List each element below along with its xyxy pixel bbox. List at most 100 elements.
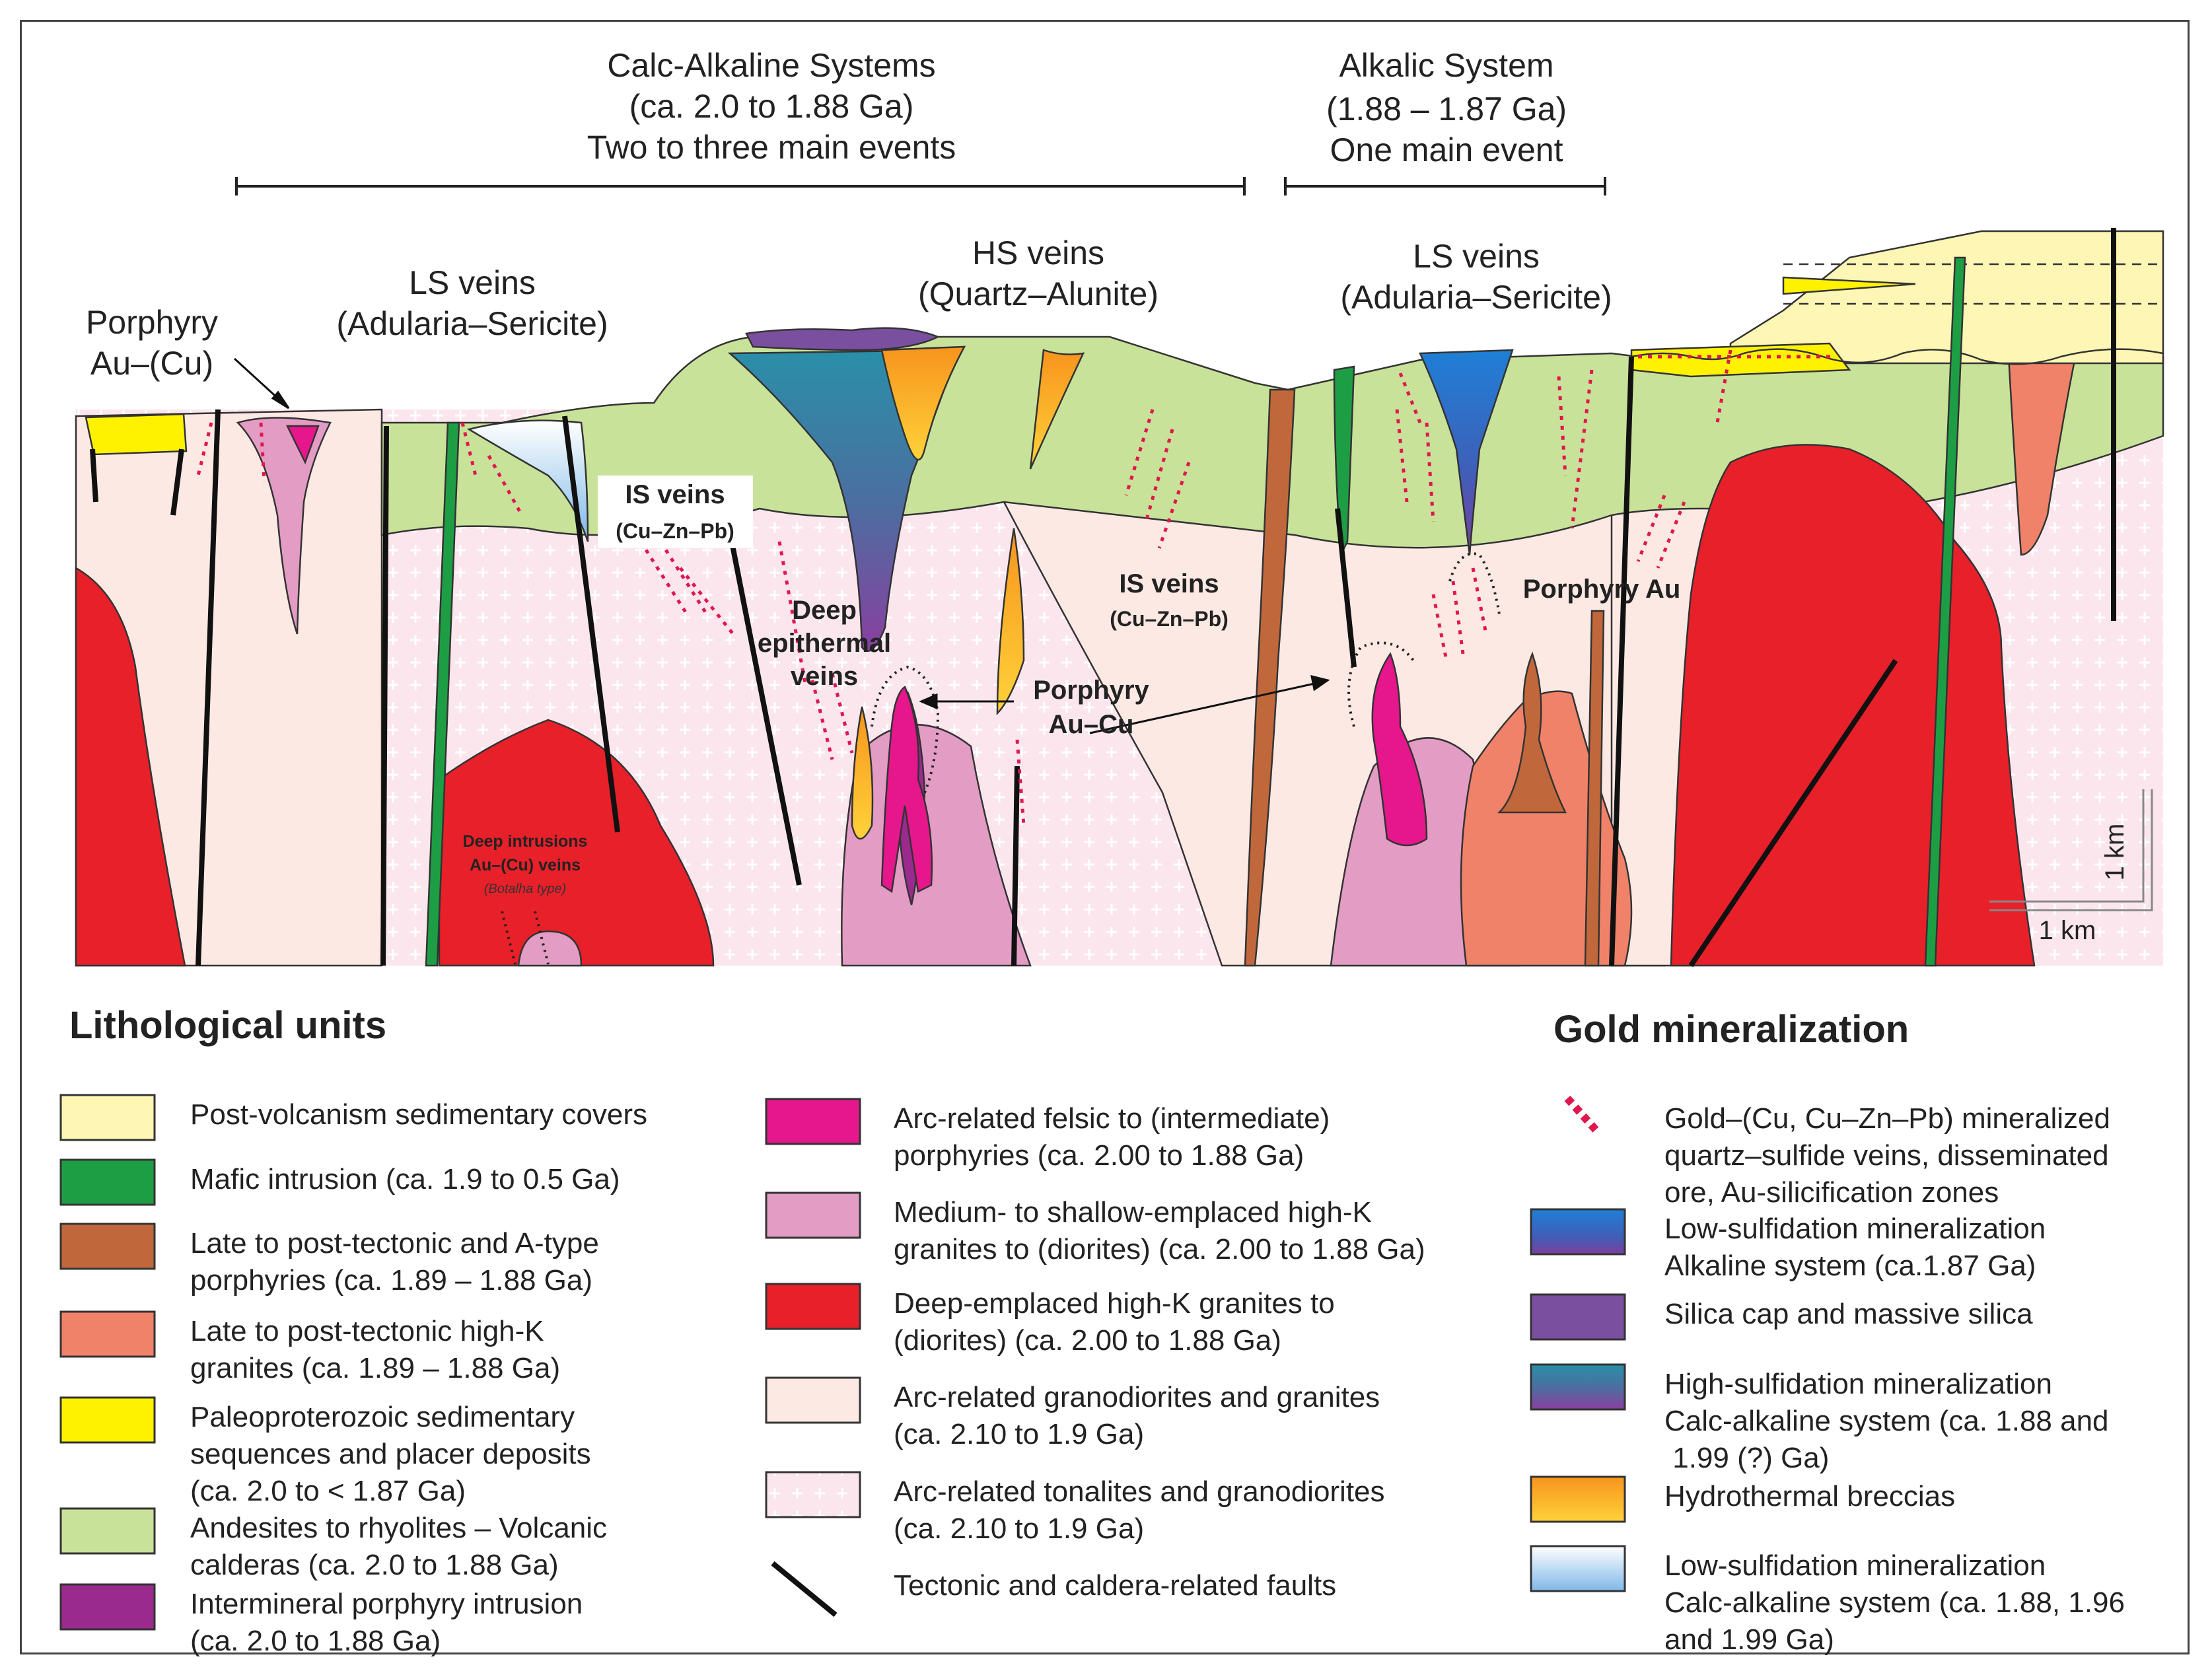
fault-4 (724, 515, 802, 886)
lith-col1-label-0: Post-volcanism sedimentary covers (190, 1098, 647, 1131)
lith-col1-label-6-line-0: Intermineral porphyry intrusion (190, 1588, 583, 1620)
porphyry-au-label: Porphyry Au (1523, 575, 1681, 604)
fault-3 (562, 415, 620, 833)
gold-swatch-2 (1530, 1293, 1626, 1341)
lith-col1-label-5-line-0: Andesites to rhyolites – Volcanic (190, 1512, 607, 1544)
deep-epithermal-line1: Deep (792, 596, 857, 625)
lith-col1-label-2-line-1: porphyries (ca. 1.89 – 1.88 Ga) (190, 1264, 592, 1296)
fault-6 (1335, 508, 1357, 668)
lith-col1-label-3: Late to post-tectonic high-K granites (ca… (190, 1315, 560, 1384)
gold-label-2-line-0: Silica cap and massive silica (1664, 1298, 2033, 1330)
lith-col2-label-0-line-0: Arc-related felsic to (intermediate) (894, 1102, 1330, 1135)
hs-veins-line2: (Quartz–Alunite) (918, 275, 1159, 312)
alkalic-events: One main event (1330, 131, 1563, 168)
lith-col2-label-3-line-1: (ca. 2.10 to 1.9 Ga) (894, 1418, 1144, 1450)
lith-col1-label-4-line-1: sequences and placer deposits (190, 1438, 591, 1470)
lith-col2-swatch-5 (771, 1561, 838, 1617)
gold-vein-10 (1431, 567, 1488, 661)
lith-col1-label-1-line-0: Mafic intrusion (ca. 1.9 to 0.5 Ga) (190, 1163, 620, 1195)
gold-label-1-line-1: Alkaline system (ca.1.87 Ga) (1664, 1250, 2036, 1282)
felsic-porphyry-right (1371, 652, 1428, 847)
lith-col1-label-6-line-1: (ca. 2.0 to 1.88 Ga) (190, 1625, 441, 1657)
mafic-dike-left (425, 421, 460, 967)
lith-col2-swatch-1 (765, 1191, 861, 1239)
alkalic-title: Alkalic System (1339, 47, 1553, 84)
ls-veins-left-line2: (Adularia–Sericite) (336, 305, 608, 342)
lith-col1-swatch-2 (59, 1223, 156, 1270)
lith-col2-label-5-line-0: Tectonic and caldera-related faults (894, 1569, 1336, 1602)
scale-horizontal-label: 1 km (2039, 916, 2096, 945)
gold-label-3-line-0: High-sulfidation mineralization (1664, 1368, 2052, 1400)
cross-section-body (75, 230, 2164, 967)
gold-label-3-line-1: Calc-alkaline system (ca. 1.88 and (1664, 1405, 2109, 1437)
gold-vein-11 (1557, 369, 1594, 529)
breccia-thin-2 (996, 528, 1025, 716)
gold-vein-6 (810, 673, 854, 760)
fault-5 (1011, 765, 1020, 966)
fault-11 (170, 448, 184, 516)
is-veins-right-line1: IS veins (1119, 569, 1219, 598)
lith-col2-label-1-line-0: Medium- to shallow-emplaced high-K (894, 1196, 1372, 1228)
lith-col2-label-0-line-1: porphyries (ca. 2.00 to 1.88 Ga) (894, 1139, 1304, 1172)
halo-porphyry-au (1448, 552, 1501, 615)
legend-lithology-title: Lithological units (69, 1004, 386, 1047)
porphyry-center-line1: Porphyry (1033, 676, 1149, 705)
legend-gold-title: Gold mineralization (1553, 1008, 1909, 1051)
calc-alkaline-bracket (235, 177, 1246, 195)
lith-col2-label-2: Deep-emplaced high-K granites to(diorite… (894, 1287, 1335, 1357)
lith-col1-label-6: Intermineral porphyry intrusion (ca. 2.0 … (190, 1588, 583, 1657)
gold-vein-7 (1015, 739, 1026, 826)
porphyry-center-line2: Au–Cu (1049, 710, 1134, 739)
lith-col1-label-3-line-1: granites (ca. 1.89 – 1.88 Ga) (190, 1352, 560, 1384)
lith-col2-swatch-3 (765, 1376, 861, 1424)
calc-alkaline-title: Calc-Alkaline Systems (607, 47, 935, 84)
deep-epithermal-line2: epithermal (758, 629, 891, 658)
gold-label-5-line-1: Calc-alkaline system (ca. 1.88, 1.96 (1664, 1586, 2125, 1619)
faults (90, 228, 2116, 968)
late-porphyry-dike-2 (1584, 610, 1605, 967)
lith-col1-swatch-0 (59, 1094, 156, 1141)
lith-col1-label-1: Mafic intrusion (ca. 1.9 to 0.5 Ga) (190, 1163, 620, 1195)
fault-8 (1688, 658, 1898, 968)
hs-veins-line1: HS veins (972, 234, 1104, 271)
fault-2 (380, 425, 389, 966)
felsic-porphyry-left (285, 425, 320, 465)
lith-col1-swatch-3 (59, 1310, 156, 1358)
lith-col2-label-5: Tectonic and caldera-related faults (894, 1569, 1336, 1602)
gold-label-2: Silica cap and massive silica (1664, 1298, 2033, 1330)
scale-vertical-label: 1 km (2100, 824, 2129, 881)
gold-swatch-0 (1564, 1095, 1600, 1135)
is-veins-label-box (598, 476, 753, 548)
lith-col1-label-3-line-0: Late to post-tectonic high-K (190, 1315, 544, 1347)
paleo-sediment-right (1630, 342, 1851, 378)
silica-cap (745, 327, 941, 351)
gold-swatch-3 (1530, 1363, 1626, 1411)
gold-vein-8 (1124, 409, 1191, 549)
lith-col2-label-4: Arc-related tonalites and granodiorites(… (894, 1475, 1385, 1545)
is-veins-left-line2: (Cu–Zn–Pb) (616, 519, 734, 543)
breccia-thin-3 (851, 706, 874, 840)
halo-deep-left (501, 911, 550, 965)
medium-granite-left (236, 417, 332, 635)
gold-label-5-line-0: Low-sulfidation mineralization (1664, 1549, 2046, 1582)
lith-col1-swatch-4 (59, 1396, 156, 1444)
lith-col2-label-4-line-0: Arc-related tonalites and granodiorites (894, 1475, 1385, 1508)
legend-lithology-col2: Arc-related felsic to (intermediate) porp… (765, 1098, 1425, 1617)
lith-col1-label-4-line-2: (ca. 2.0 to < 1.87 Ga) (190, 1475, 466, 1507)
paleo-sediment-left (85, 413, 188, 456)
deep-intrusion-small (517, 930, 583, 967)
late-porphyry-right (1497, 651, 1567, 814)
gold-vein-9 (1395, 373, 1435, 522)
deep-intrusions-line1: Deep intrusions (463, 832, 588, 851)
calc-alkaline-age: (ca. 2.0 to 1.88 Ga) (629, 88, 914, 125)
gold-vein-4 (639, 540, 734, 635)
alkalic-bracket (1284, 177, 1606, 195)
breccia-hs (880, 345, 966, 461)
gold-label-3-line-2: 1.99 (?) Ga) (1664, 1442, 1829, 1474)
lith-col2-swatch-4 (765, 1471, 861, 1518)
